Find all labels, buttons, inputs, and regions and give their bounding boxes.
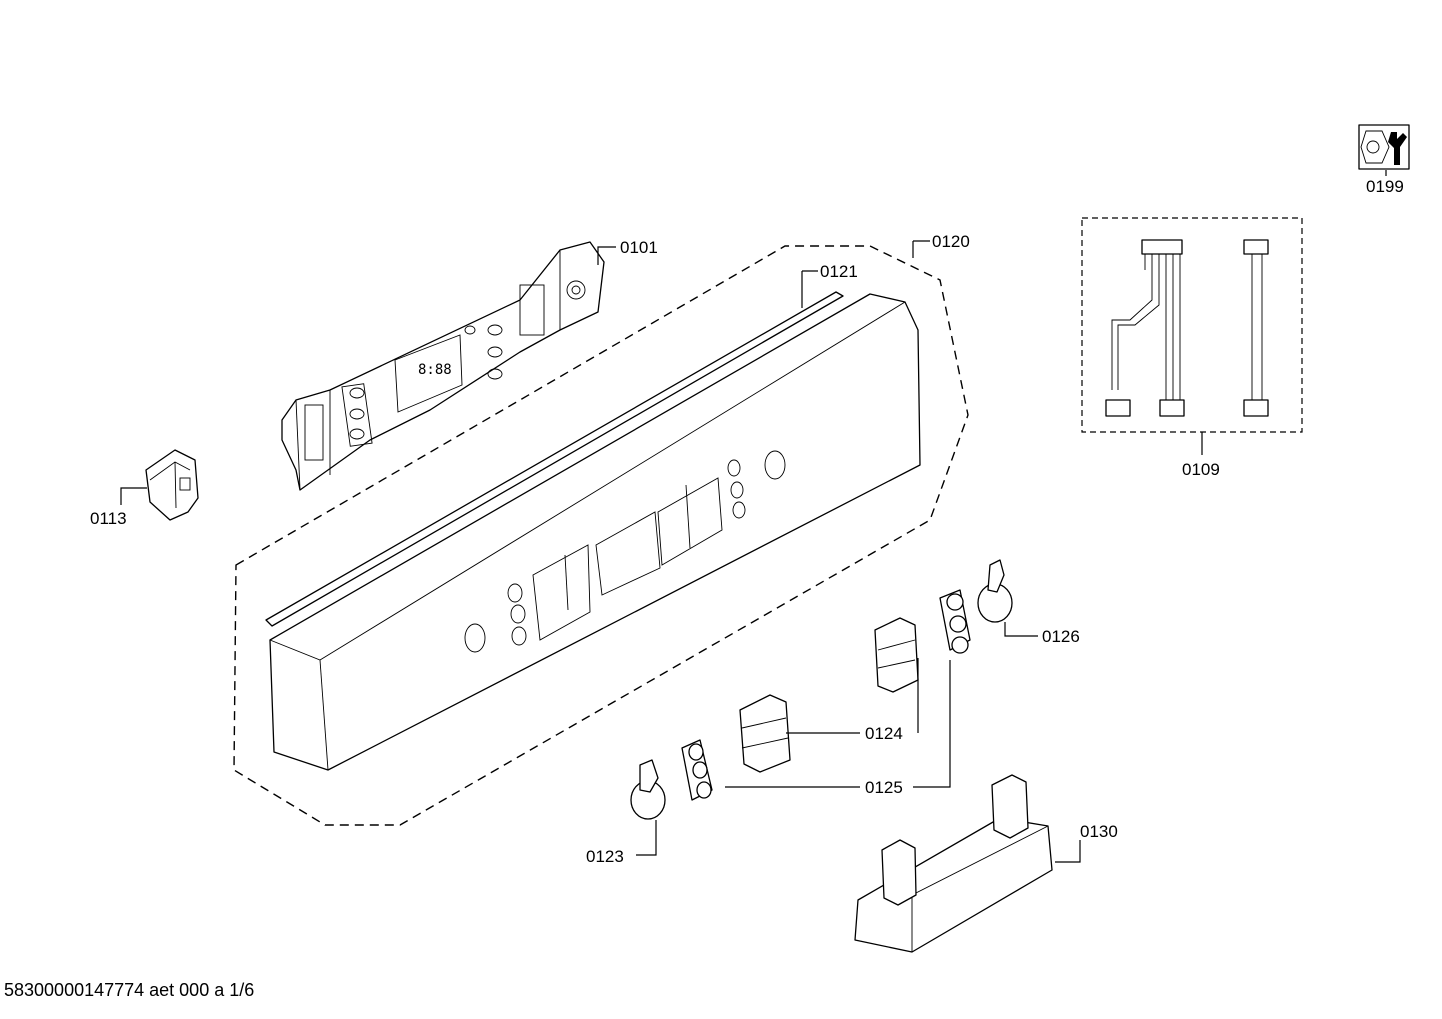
harness-group-0109 [1081, 217, 1303, 433]
label-0199: 0199 [1366, 177, 1404, 196]
control-panel-0120 [269, 293, 921, 771]
label-0130: 0130 [1080, 822, 1118, 841]
leader-lines [120, 170, 1387, 863]
button-block-0124-upper [874, 617, 919, 693]
label-0124: 0124 [865, 724, 903, 743]
label-0126: 0126 [1042, 627, 1080, 646]
part-labels: 0199 0101 0113 0120 0121 0109 0126 0124 … [90, 177, 1404, 866]
control-board-0101: 8:88 [281, 241, 605, 491]
knob-0126 [977, 559, 1013, 623]
label-0101: 0101 [620, 238, 658, 257]
label-0120: 0120 [932, 232, 970, 251]
document-code: 58300000147774 aet 000 a 1/6 [4, 980, 255, 1000]
label-0123: 0123 [586, 847, 624, 866]
label-0121: 0121 [820, 262, 858, 281]
button-caps-0125-left [681, 739, 713, 801]
label-0109: 0109 [1182, 460, 1220, 479]
label-0113: 0113 [90, 509, 127, 528]
cover-0130 [854, 774, 1053, 953]
svg-text:8:88: 8:88 [418, 362, 452, 378]
clip-0113 [145, 449, 199, 521]
seal-strip-0121 [265, 291, 844, 627]
button-caps-0125-right [939, 589, 971, 654]
knob-0123 [630, 759, 666, 820]
wrench-nut-icon [1358, 124, 1410, 170]
group-outline-0120 [233, 245, 969, 826]
label-0125: 0125 [865, 778, 903, 797]
button-block-0124-lower [739, 694, 791, 773]
